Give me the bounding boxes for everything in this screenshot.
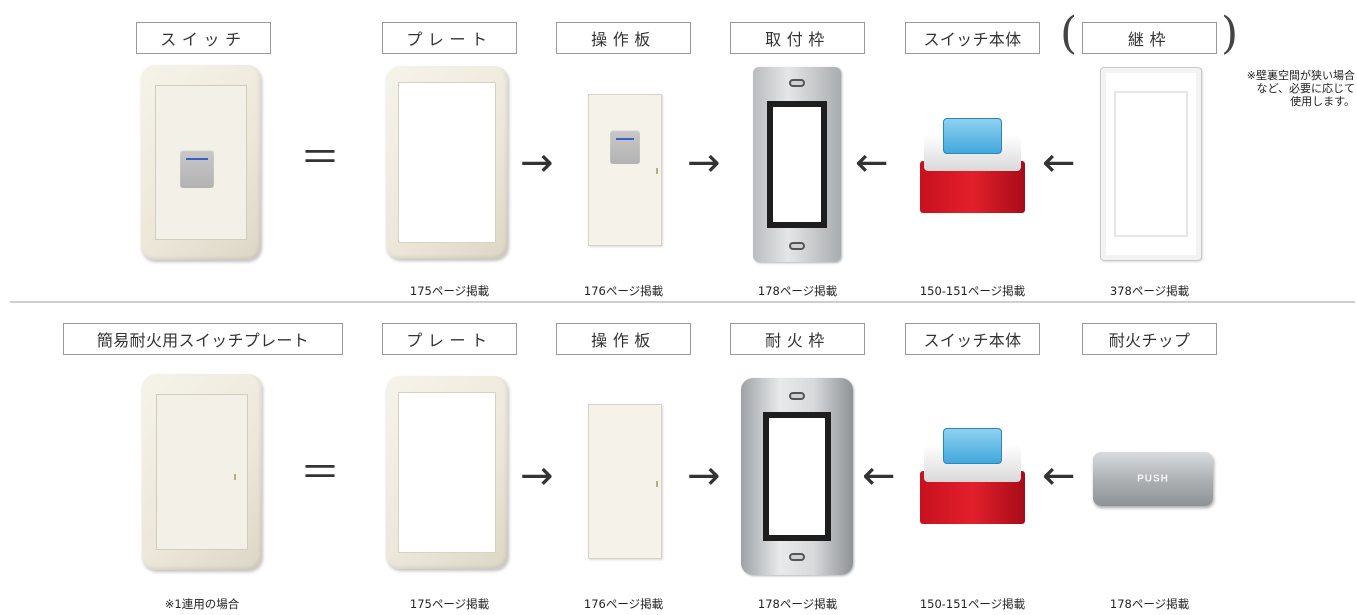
label-extension-frame: 継枠	[1082, 22, 1217, 54]
arrow-right-1: →	[520, 140, 554, 186]
paren-open: (	[1060, 8, 1078, 59]
caption-fire-frame-page: 178ページ掲載	[757, 597, 838, 611]
caption-mounting-frame-page: 178ページ掲載	[757, 284, 838, 298]
fire-switch-indicator	[234, 474, 236, 480]
caption-plate-page: 175ページ掲載	[409, 284, 490, 298]
caption-extension-frame-page: 378ページ掲載	[1109, 284, 1190, 298]
switch-button	[180, 150, 214, 188]
fire-resistant-switch-image	[142, 374, 262, 570]
label-switch-body-2: スイッチ本体	[905, 323, 1040, 355]
caption-switch-body-page: 150-151ページ掲載	[919, 284, 1026, 298]
label-mounting-frame: 取付枠	[730, 22, 865, 54]
arrow-left-1: ←	[855, 140, 889, 186]
arrow-left-2: ←	[1042, 140, 1076, 186]
caption-operation-board-page-2: 176ページ掲載	[583, 597, 664, 611]
paren-close: )	[1221, 8, 1239, 59]
frame-slot-bottom	[789, 242, 805, 250]
arrow-right-2: →	[687, 140, 721, 186]
fire-frame-slot-top	[789, 392, 805, 400]
arrow-left-4: ←	[1042, 453, 1076, 499]
frame-slot-top	[789, 79, 805, 87]
operation-board-image-2	[588, 404, 662, 559]
switch-body-blue-part-2	[943, 428, 1002, 465]
label-operation-board-2: 操作板	[556, 323, 691, 355]
plate-image-2	[386, 376, 508, 569]
label-fire-chip: 耐火チップ	[1082, 323, 1217, 355]
extension-frame-image	[1100, 67, 1202, 261]
equals-sign-2: ＝	[300, 450, 340, 496]
fire-switch-panel	[156, 394, 248, 550]
caption-operation-board-page: 176ページ掲載	[583, 284, 664, 298]
arrow-left-3: ←	[862, 453, 896, 499]
extension-frame-inner	[1114, 91, 1188, 237]
label-switch-body: スイッチ本体	[905, 22, 1040, 54]
fire-chip-image: PUSH	[1093, 452, 1213, 506]
switch-product-image	[141, 65, 261, 260]
caption-switch-body-page-2: 150-151ページ掲載	[919, 597, 1026, 611]
label-plate-2: プレート	[382, 323, 517, 355]
plate-opening	[398, 82, 496, 243]
caption-plate-page-2: 175ページ掲載	[409, 597, 490, 611]
label-fire-resistant-plate: 簡易耐火用スイッチプレート	[63, 323, 343, 355]
caption-single-gang-note: ※1連用の場合	[164, 597, 240, 611]
label-switch: スイッチ	[136, 22, 271, 54]
indicator-mark-2	[656, 481, 658, 487]
label-fire-frame: 耐火枠	[730, 323, 865, 355]
note-extension-frame: ※壁裏空間が狭い場合 など、必要に応じて 使用します。	[1246, 69, 1355, 108]
fire-frame-opening	[763, 412, 831, 541]
operation-button	[610, 130, 640, 164]
fire-frame-image	[741, 378, 853, 575]
switch-body-image-1	[920, 118, 1025, 213]
arrow-right-4: →	[687, 453, 721, 499]
equals-sign-1: ＝	[300, 135, 340, 181]
section-divider	[10, 301, 1355, 303]
label-operation-board: 操作板	[556, 22, 691, 54]
indicator-mark	[656, 168, 658, 174]
frame-opening	[767, 101, 827, 228]
fire-chip-push-label: PUSH	[1137, 473, 1169, 485]
switch-body-image-2	[920, 428, 1025, 524]
fire-frame-slot-bottom	[789, 553, 805, 561]
switch-body-blue-part	[943, 118, 1002, 155]
label-plate: プレート	[382, 22, 517, 54]
plate-image-1	[386, 66, 508, 259]
plate-opening-2	[398, 392, 496, 553]
caption-fire-chip-page: 178ページ掲載	[1109, 597, 1190, 611]
operation-board-image-1	[588, 94, 662, 246]
arrow-right-3: →	[520, 453, 554, 499]
mounting-frame-image	[753, 67, 841, 262]
